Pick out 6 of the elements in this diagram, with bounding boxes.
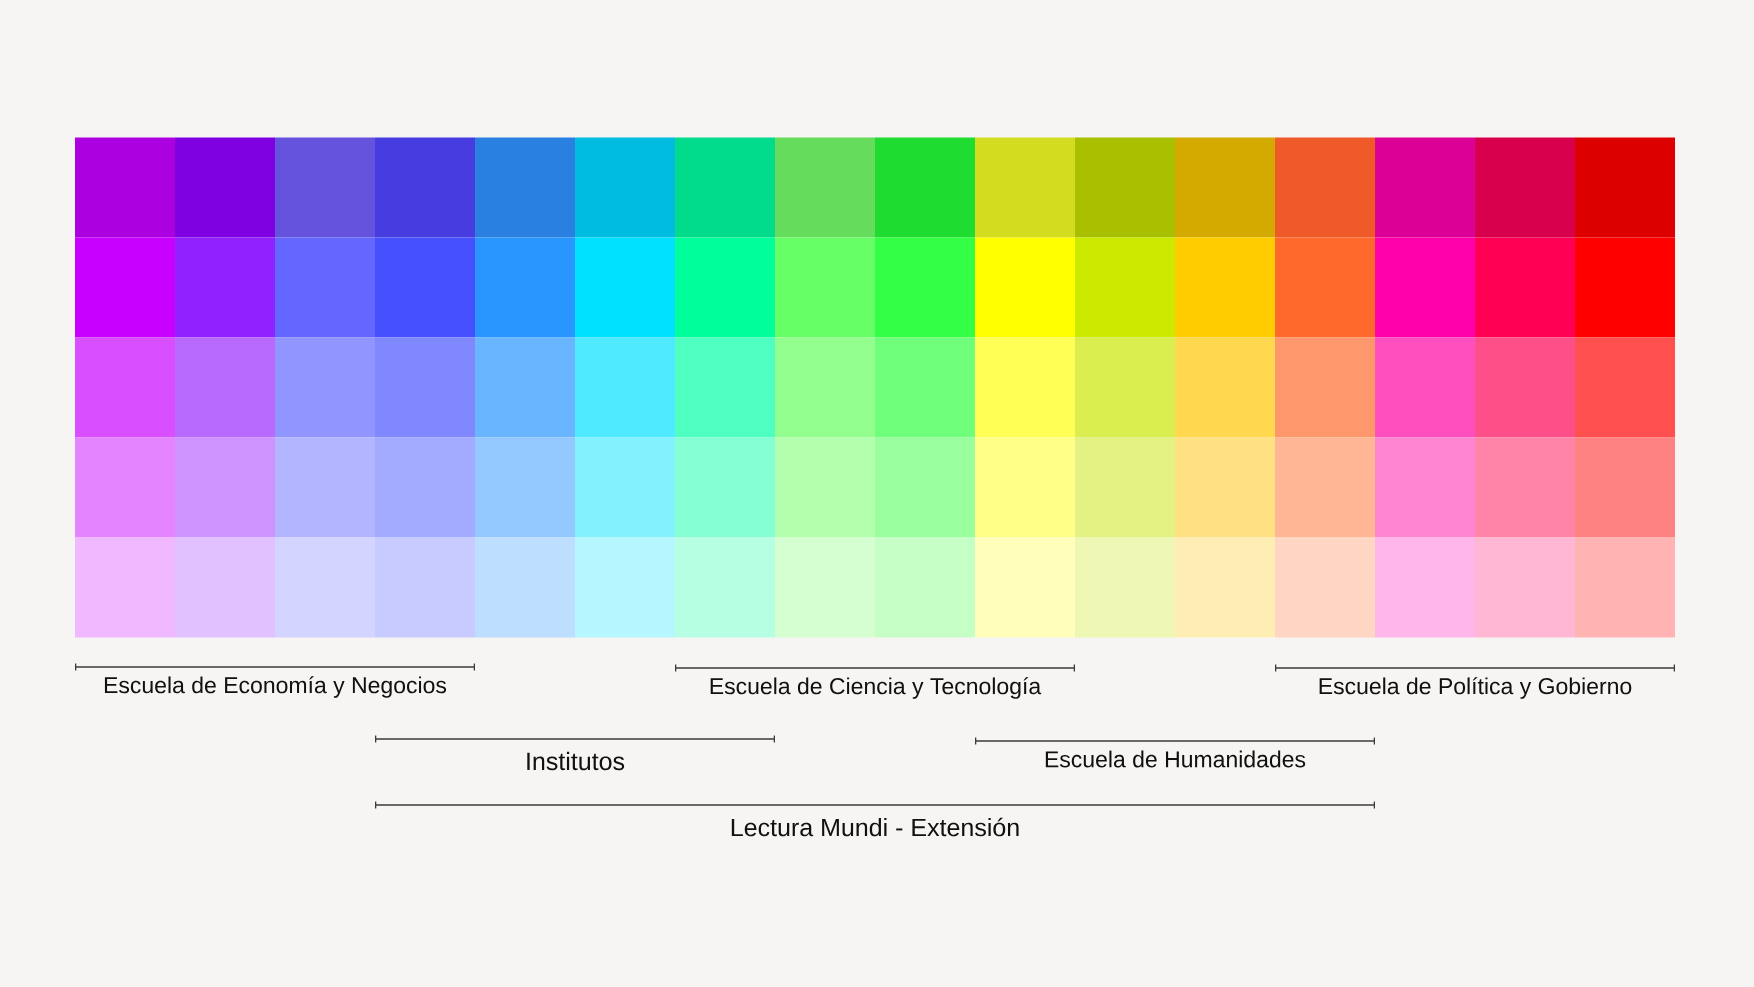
- bracket-label: Escuela de Política y Gobierno: [1319, 677, 1632, 699]
- bracket-label: Escuela de Humanidades: [1045, 750, 1306, 768]
- bracket-label: Escuela de Ciencia y Tecnología: [710, 677, 1042, 699]
- bracket-label: Institutos: [527, 751, 625, 771]
- bracket-label: Escuela de Economía y Negocios: [104, 676, 447, 698]
- bracket-label: Lectura Mundi - Extensión: [731, 817, 1019, 837]
